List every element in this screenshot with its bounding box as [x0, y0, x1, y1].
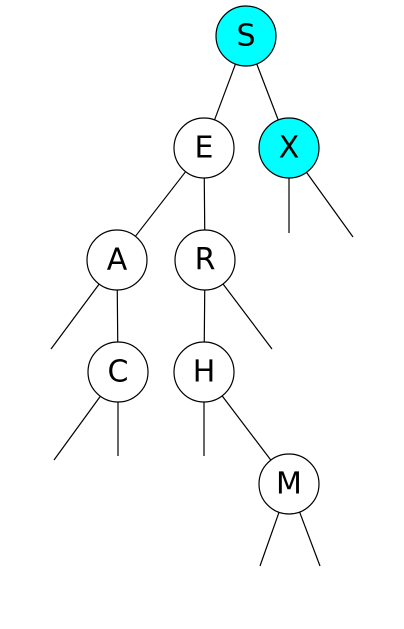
node-label: C [108, 355, 129, 390]
node-circle [87, 341, 149, 403]
node-circle [86, 229, 148, 291]
node-circle [258, 453, 320, 515]
tree-node-h: H [173, 341, 235, 403]
node-label: S [236, 19, 255, 54]
node-label: M [276, 467, 302, 502]
tree-node-r: R [174, 229, 236, 291]
node-label: A [107, 243, 128, 278]
null-link-m-left [259, 512, 280, 567]
node-circle [174, 229, 236, 291]
null-link-m-right [299, 511, 321, 567]
node-circle [215, 5, 277, 67]
tree-node-x: X [258, 117, 320, 179]
node-label: X [279, 131, 300, 166]
nodes-layer: S E X A R C H M [86, 5, 320, 515]
null-link-r-right [222, 283, 273, 350]
edge-h-m [221, 395, 272, 461]
node-circle [258, 117, 320, 179]
node-label: R [195, 243, 216, 278]
tree-node-s: S [215, 5, 277, 67]
tree-node-c: C [87, 341, 149, 403]
edges-layer [50, 63, 354, 567]
node-circle [173, 341, 235, 403]
node-label: E [195, 131, 214, 166]
null-link-c-left [53, 395, 101, 461]
edge-s-e [213, 63, 237, 121]
node-label: H [193, 355, 216, 390]
tree-node-e: E [173, 117, 235, 179]
edge-e-a [134, 171, 187, 237]
null-link-x-right [306, 172, 354, 238]
tree-node-m: M [258, 453, 320, 515]
edge-s-x [256, 63, 279, 121]
tree-node-a: A [86, 229, 148, 291]
node-circle [173, 117, 235, 179]
null-link-a-left [50, 283, 100, 350]
